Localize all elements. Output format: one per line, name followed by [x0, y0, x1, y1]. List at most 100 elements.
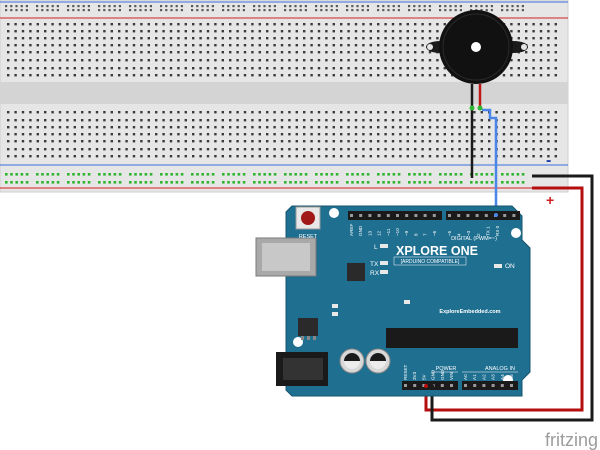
header-pin[interactable] [440, 384, 444, 387]
pin-label: 2 [476, 233, 481, 236]
rail-hole [413, 9, 416, 12]
breadboard-hole [436, 126, 439, 129]
header-pin[interactable] [414, 214, 418, 217]
breadboard-hole [428, 111, 432, 114]
rail-hole [51, 9, 54, 12]
breadboard-hole [295, 140, 298, 143]
breadboard-hole [502, 126, 506, 129]
breadboard-hole [280, 126, 284, 129]
breadboard-hole [236, 111, 239, 114]
breadboard-hole [554, 51, 557, 54]
breadboard-hole [21, 133, 25, 136]
rail-hole [289, 5, 292, 8]
breadboard-hole [229, 74, 232, 77]
breadboard-hole [421, 74, 424, 77]
breadboard-hole [155, 74, 158, 77]
rail-hole [335, 173, 339, 176]
breadboard-hole [532, 67, 535, 70]
breadboard-hole [221, 126, 224, 129]
breadboard-hole [81, 119, 84, 122]
breadboard-hole [547, 23, 550, 26]
header-pin[interactable] [423, 214, 427, 217]
breadboard-hole [377, 126, 380, 129]
header-pin[interactable] [432, 214, 436, 217]
rail-minus-label: - [546, 152, 551, 169]
rail-hole [470, 181, 473, 184]
breadboard-hole [554, 140, 557, 143]
breadboard-hole [391, 111, 395, 114]
header-pin[interactable] [413, 384, 417, 387]
breadboard-hole [36, 30, 39, 33]
breadboard-hole [44, 111, 47, 114]
header-pin[interactable] [464, 384, 467, 387]
header-pin[interactable] [448, 214, 451, 217]
header-pin[interactable] [475, 214, 479, 217]
breadboard-hole [206, 155, 210, 158]
header-pin[interactable] [500, 384, 504, 387]
header-pin[interactable] [350, 214, 353, 217]
breadboard-hole [73, 126, 76, 129]
header-pin[interactable] [473, 384, 477, 387]
breadboard-hole [332, 155, 335, 158]
header-pin[interactable] [404, 384, 407, 387]
rail-hole [480, 181, 483, 184]
rail-hole [10, 5, 13, 8]
breadboard-hole [147, 23, 150, 26]
wires [424, 84, 594, 422]
breadboard-hole [332, 30, 335, 33]
header-pin[interactable] [482, 384, 486, 387]
header-pin[interactable] [510, 384, 513, 387]
breadboard-hole [399, 126, 402, 129]
breadboard-hole [280, 67, 284, 70]
breadboard-hole [458, 119, 461, 122]
header-pin[interactable] [368, 214, 372, 217]
breadboard-hole [110, 74, 113, 77]
header-pin[interactable] [484, 214, 488, 217]
header-pin[interactable] [491, 384, 495, 387]
header-pin[interactable] [512, 214, 516, 217]
breadboard-hole [288, 111, 291, 114]
breadboard-hole [347, 67, 350, 70]
header-pin[interactable] [450, 384, 453, 387]
breadboard-hole [399, 140, 402, 143]
breadboard-hole [184, 51, 187, 54]
breadboard-hole [221, 111, 224, 114]
header-pin[interactable] [386, 214, 390, 217]
breadboard-hole [369, 51, 372, 54]
header-pin[interactable] [377, 214, 381, 217]
header-pin[interactable] [457, 214, 461, 217]
rail-hole [423, 9, 426, 12]
rail-hole [351, 5, 354, 8]
header-pin[interactable] [422, 384, 426, 387]
breadboard-hole [169, 37, 173, 40]
breadboard-hole [436, 37, 439, 40]
breadboard-hole [451, 140, 454, 143]
breadboard-hole [73, 148, 76, 151]
header-pin[interactable] [359, 214, 363, 217]
breadboard-hole [547, 67, 550, 70]
breadboard-hole [243, 126, 247, 129]
header-pin[interactable] [466, 214, 470, 217]
breadboard-hole [206, 67, 210, 70]
header-pin[interactable] [503, 214, 507, 217]
rail-hole [5, 5, 8, 8]
rail-hole [118, 5, 121, 8]
led-rx [380, 270, 388, 274]
breadboard-hole [110, 51, 113, 54]
header-pin[interactable] [405, 214, 409, 217]
breadboard-hole [229, 140, 232, 143]
header-pin[interactable] [396, 214, 399, 217]
breadboard-hole [421, 51, 424, 54]
breadboard-hole [517, 23, 520, 26]
breadboard-hole [428, 51, 432, 54]
rail-hole [366, 173, 370, 176]
rail-hole [449, 181, 452, 184]
breadboard-hole [480, 133, 483, 136]
breadboard-hole [340, 74, 343, 77]
breadboard-hole [155, 140, 158, 143]
breadboard-hole [354, 30, 358, 33]
breadboard-hole [51, 23, 54, 26]
breadboard-hole [428, 126, 432, 129]
breadboard-hole [51, 111, 54, 114]
breadboard-hole [280, 119, 284, 122]
